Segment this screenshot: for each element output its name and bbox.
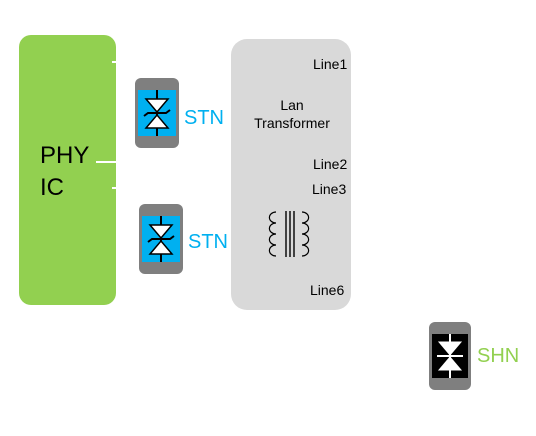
phy-pin-line-bottom (112, 187, 118, 189)
device-label-stn-1: STN (184, 107, 224, 129)
lan-transformer-title: Lan Transformer (244, 96, 340, 132)
line-label-2: Line2 (313, 156, 348, 172)
line-label-1: Line1 (313, 56, 348, 72)
phy-label-line1: PHY (40, 142, 90, 169)
tvs-diode-icon (139, 204, 183, 274)
device-label-shn: SHN (477, 345, 520, 367)
tvs-diode-icon (429, 322, 471, 390)
transformer-coil-icon (268, 211, 310, 257)
lan-title-line1: Lan (280, 97, 304, 113)
tvs-diode-icon (135, 78, 179, 148)
line-label-3: Line3 (312, 181, 347, 197)
phy-ic-block (19, 35, 116, 305)
phy-pin-line-top (112, 61, 118, 63)
device-label-stn-2: STN (188, 231, 228, 253)
phy-label-line2: IC (40, 174, 64, 201)
lan-title-line2: Transformer (254, 115, 330, 131)
lan-transformer-block (231, 39, 351, 310)
line-label-6: Line6 (310, 282, 345, 298)
phy-ic-label: PHY IC (40, 140, 89, 204)
phy-pin-line (96, 161, 116, 163)
